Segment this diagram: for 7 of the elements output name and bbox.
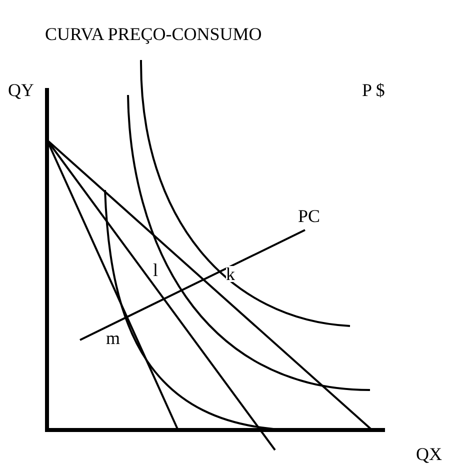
point-label: k xyxy=(226,266,235,282)
point-label: l xyxy=(153,262,158,278)
price-label: P $ xyxy=(362,80,385,100)
axis-label: QY xyxy=(8,80,34,100)
curve-label: PC xyxy=(298,206,320,226)
axis-label: QX xyxy=(416,444,442,464)
title: CURVA PREÇO-CONSUMO xyxy=(45,24,262,44)
